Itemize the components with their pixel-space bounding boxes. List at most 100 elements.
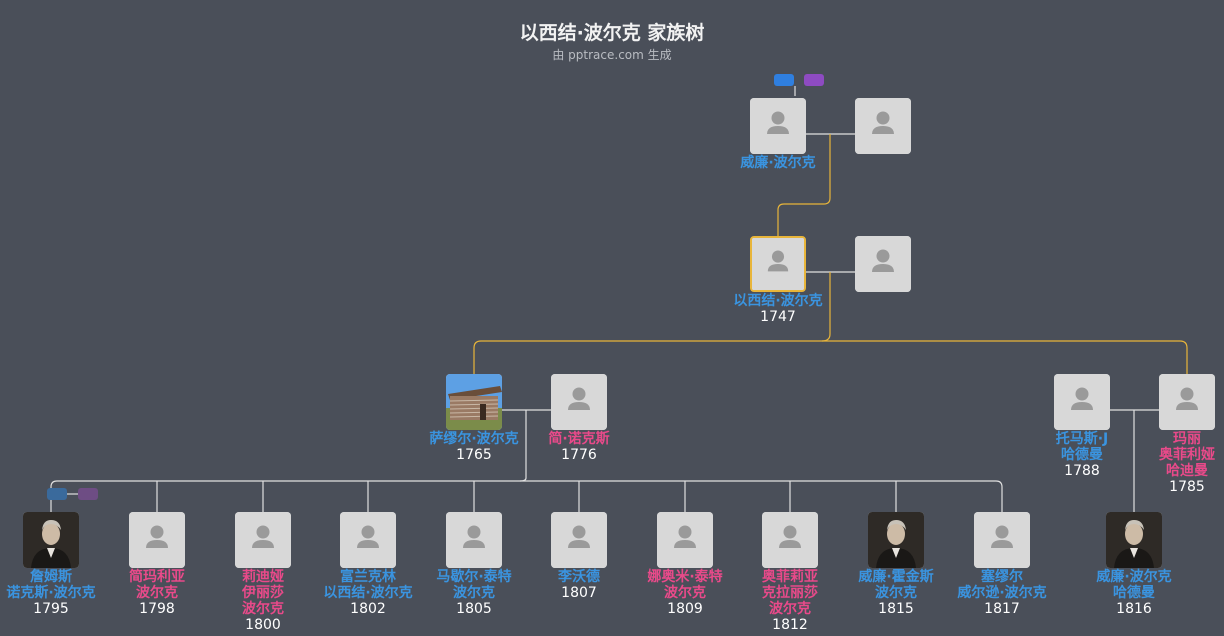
person-card[interactable] (868, 512, 924, 568)
lineage-line (822, 340, 1188, 374)
page-subtitle: 由 pptrace.com 生成 (552, 48, 672, 62)
person-card[interactable] (750, 98, 806, 154)
person-card[interactable] (340, 512, 396, 568)
person-birth-year: 1788 (1064, 463, 1100, 479)
person-placeholder-icon (129, 512, 185, 568)
person-placeholder-icon (657, 512, 713, 568)
person-name: 哈德曼 (1113, 585, 1155, 601)
person-placeholder-icon (551, 512, 607, 568)
person-card[interactable] (974, 512, 1030, 568)
person-card[interactable] (855, 98, 911, 154)
person-placeholder-icon (855, 98, 911, 154)
person-placeholder-icon (551, 374, 607, 430)
person-name: 波尔克 (136, 585, 178, 601)
person-placeholder-icon (446, 512, 502, 568)
person-placeholder-icon (855, 236, 911, 292)
person-name: 李沃德 (558, 569, 600, 585)
person-name: 玛丽 (1173, 431, 1201, 447)
person-placeholder-icon (235, 512, 291, 568)
person-birth-year: 1798 (139, 601, 175, 617)
person-card[interactable] (23, 512, 79, 568)
male-indicator-pill[interactable] (47, 488, 67, 500)
person-name: 诺克斯·波尔克 (6, 585, 96, 601)
person-placeholder-icon (974, 512, 1030, 568)
person-photo (868, 512, 924, 568)
person-card[interactable] (1106, 512, 1162, 568)
child-line (50, 410, 527, 512)
person-placeholder-icon (340, 512, 396, 568)
person-name: 克拉丽莎 (762, 585, 818, 601)
person-name: 马歇尔·泰特 (436, 569, 512, 585)
female-indicator-pill[interactable] (78, 488, 98, 500)
person-name: 娜奥米·泰特 (647, 569, 723, 585)
person-card[interactable] (446, 374, 502, 430)
person-birth-year: 1800 (245, 617, 281, 633)
person-birth-year: 1747 (760, 309, 796, 325)
person-card[interactable] (551, 374, 607, 430)
person-name: 威廉·波尔克 (1096, 569, 1172, 585)
lineage-line (473, 272, 831, 374)
person-birth-year: 1817 (984, 601, 1020, 617)
person-name: 塞缪尔 (981, 569, 1023, 585)
person-birth-year: 1816 (1116, 601, 1152, 617)
person-card[interactable] (1054, 374, 1110, 430)
person-birth-year: 1815 (878, 601, 914, 617)
person-card[interactable] (129, 512, 185, 568)
female-indicator-pill[interactable] (804, 74, 824, 86)
person-name: 托马斯·J (1055, 431, 1109, 447)
person-photo (1106, 512, 1162, 568)
person-name: 简·诺克斯 (548, 431, 610, 447)
person-birth-year: 1765 (456, 447, 492, 463)
person-placeholder-icon (1159, 374, 1215, 430)
lineage-line (777, 134, 831, 236)
person-name: 波尔克 (769, 601, 811, 617)
person-name: 威廉·霍金斯 (858, 569, 934, 585)
person-birth-year: 1776 (561, 447, 597, 463)
person-name: 莉迪娅 (242, 569, 284, 585)
person-placeholder-icon (762, 512, 818, 568)
person-name: 哈迪曼 (1166, 463, 1208, 479)
person-name: 波尔克 (875, 585, 917, 601)
person-card[interactable] (657, 512, 713, 568)
person-birth-year: 1785 (1169, 479, 1205, 495)
person-card[interactable] (855, 236, 911, 292)
person-name: 詹姆斯 (30, 569, 72, 585)
person-name: 以西结·波尔克 (733, 293, 823, 309)
person-birth-year: 1812 (772, 617, 808, 633)
person-name: 波尔克 (242, 601, 284, 617)
person-card[interactable] (1159, 374, 1215, 430)
person-name: 伊丽莎 (242, 585, 284, 601)
person-card[interactable] (750, 236, 806, 292)
person-label[interactable]: 威廉·波尔克 (708, 155, 848, 171)
person-name: 富兰克林 (340, 569, 396, 585)
person-name: 波尔克 (453, 585, 495, 601)
person-card[interactable] (551, 512, 607, 568)
person-card[interactable] (446, 512, 502, 568)
person-card[interactable] (762, 512, 818, 568)
person-placeholder-icon (1054, 374, 1110, 430)
person-name: 奥菲利娅 (1159, 447, 1215, 463)
person-name: 萨缪尔·波尔克 (429, 431, 519, 447)
person-birth-year: 1795 (33, 601, 69, 617)
person-name: 威尔逊·波尔克 (957, 585, 1047, 601)
male-indicator-pill[interactable] (774, 74, 794, 86)
person-card[interactable] (235, 512, 291, 568)
person-placeholder-icon (750, 98, 806, 154)
